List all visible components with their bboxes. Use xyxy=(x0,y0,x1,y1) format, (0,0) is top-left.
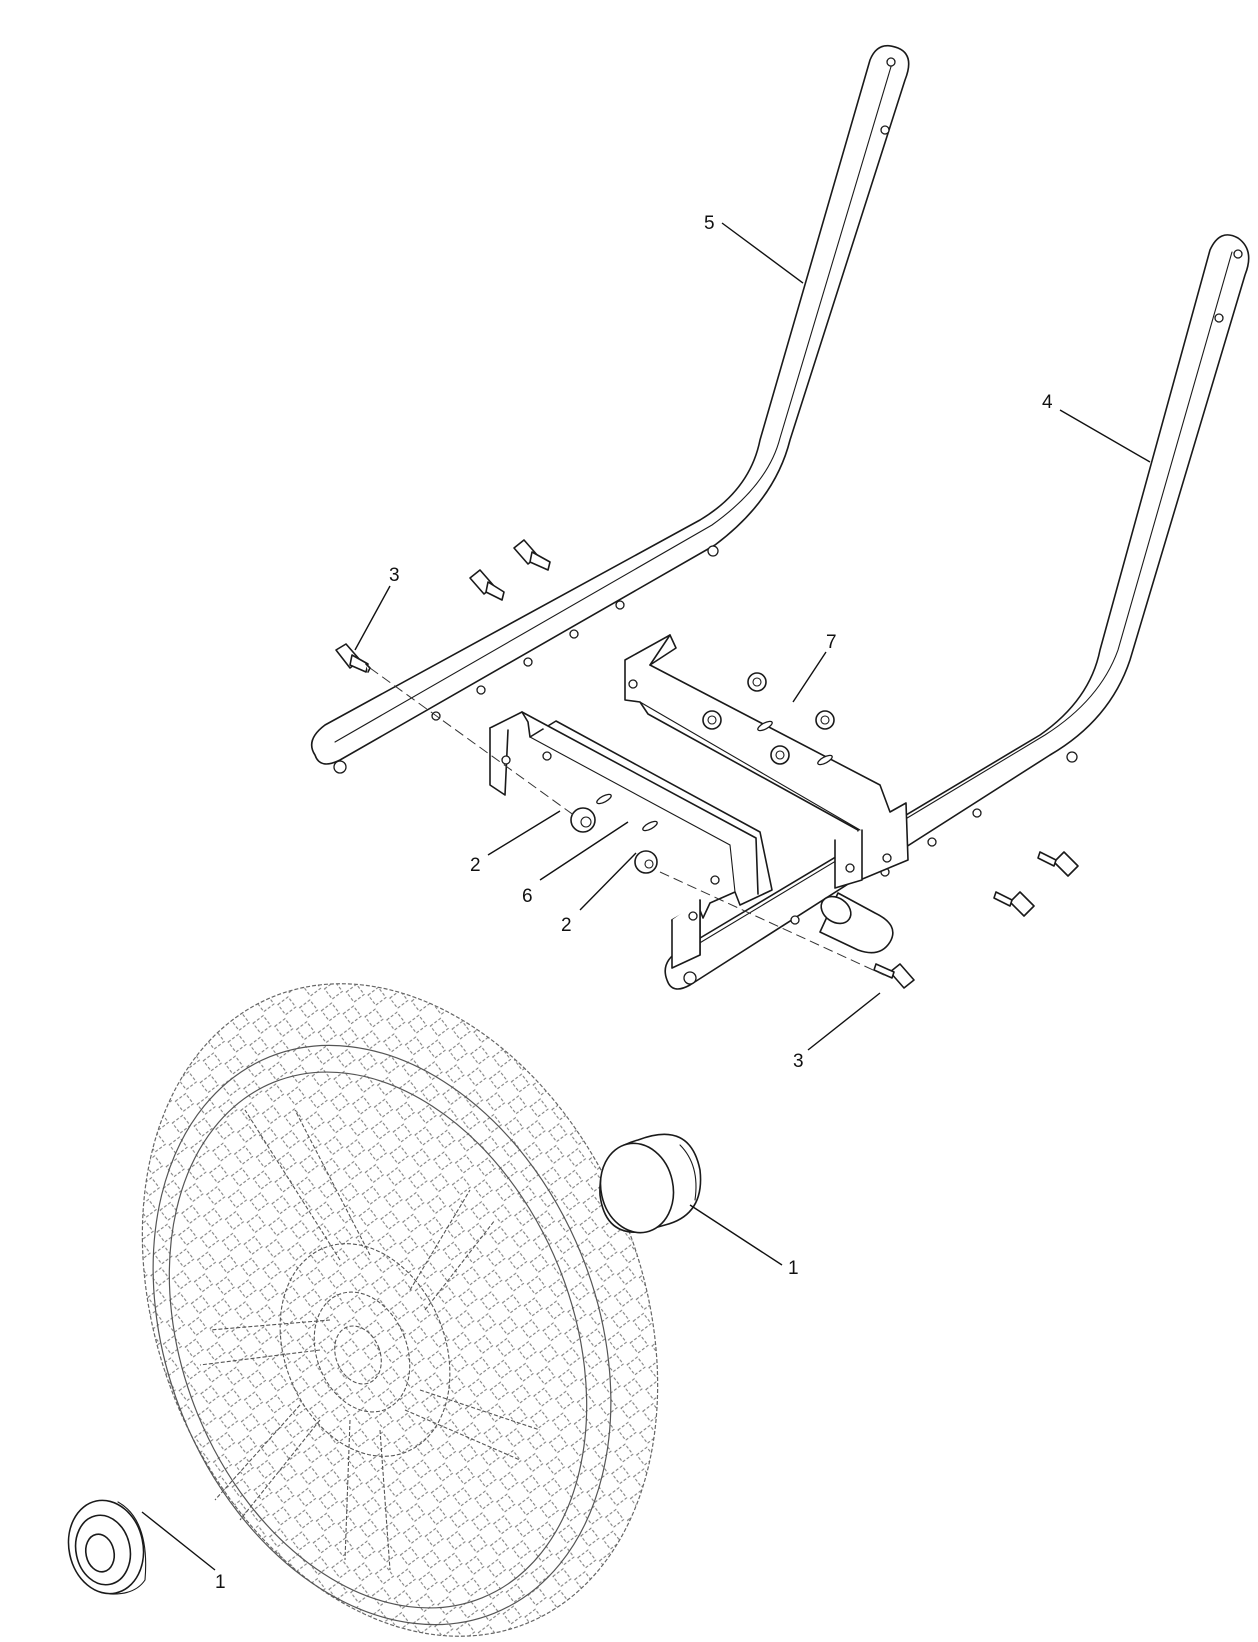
bushing-left xyxy=(67,1499,147,1595)
callout-6: 6 xyxy=(522,886,533,907)
bracket-6 xyxy=(489,711,773,969)
callout-3-lower: 3 xyxy=(793,1051,804,1072)
bracket-7 xyxy=(624,634,909,889)
callout-2-lower: 2 xyxy=(561,915,572,936)
bolt-lower-right xyxy=(873,963,915,989)
callout-5: 5 xyxy=(704,213,715,234)
nut-2-upper xyxy=(570,807,596,833)
bracket-7-nut-1 xyxy=(702,710,722,730)
callout-4: 4 xyxy=(1042,392,1053,413)
callout-3-upper: 3 xyxy=(389,565,400,586)
bolt-loose-2 xyxy=(513,539,551,571)
callout-2-upper: 2 xyxy=(470,855,481,876)
leader-lines xyxy=(141,222,1151,1571)
nut-2-lower xyxy=(634,850,658,874)
handle-bar-left xyxy=(310,44,910,774)
bolt-loose-4 xyxy=(993,891,1035,917)
callout-7: 7 xyxy=(826,632,837,653)
bracket-7-nut-2 xyxy=(747,672,767,692)
centerline-left xyxy=(369,667,576,817)
callout-1-left: 1 xyxy=(215,1572,226,1593)
bushing-right xyxy=(599,1133,702,1234)
bracket-7-nut-3 xyxy=(770,745,790,765)
callout-1-right: 1 xyxy=(788,1258,799,1279)
centerline-right xyxy=(659,871,885,976)
bracket-7-nut-4 xyxy=(815,710,835,730)
bolt-loose-1 xyxy=(469,569,505,601)
wheel xyxy=(141,983,659,1637)
bolt-upper-left xyxy=(335,643,371,673)
spacer-tube xyxy=(819,892,894,954)
bolt-loose-3 xyxy=(1037,851,1079,877)
